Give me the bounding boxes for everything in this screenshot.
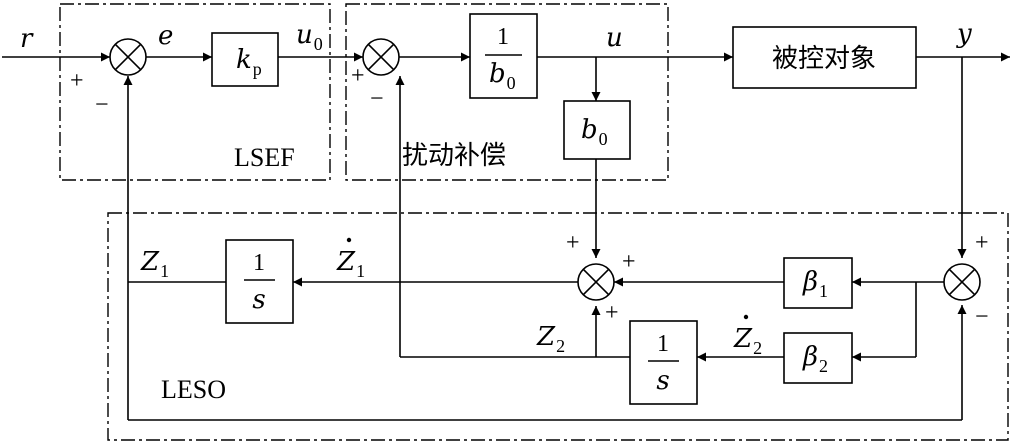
u-label: u <box>606 23 623 53</box>
r-label: r <box>20 24 34 54</box>
integrator-1-numerator: 1 <box>253 250 265 276</box>
sum2-minus-sign: − <box>370 86 384 112</box>
sum-junction-2 <box>362 38 400 76</box>
z1-label: Z1 <box>140 247 169 281</box>
b0-label: b0 <box>581 115 608 149</box>
inverse-b0-denominator: b0 <box>489 59 516 93</box>
sum-junction-4 <box>943 263 981 301</box>
sum1-minus-sign: − <box>95 92 109 118</box>
inverse-b0-numerator: 1 <box>497 24 509 50</box>
lsef-frame <box>59 3 331 181</box>
sum2-plus-sign: + <box>351 63 365 89</box>
sum-junction-3 <box>577 263 615 301</box>
beta2-label: β2 <box>802 342 828 376</box>
u0-label: u0 <box>296 20 323 54</box>
kp-block <box>211 32 279 87</box>
z2dot-dot <box>743 314 749 320</box>
z1dot-dot <box>346 237 352 243</box>
z2dot-text: Z2 <box>733 324 762 358</box>
integrator-2-block <box>629 320 698 405</box>
disturbance-compensation-frame <box>345 3 669 181</box>
sum3-top-plus-sign: + <box>566 230 580 256</box>
sum4-minus-sign: − <box>975 304 989 330</box>
lsef-label: LSEF <box>234 143 295 172</box>
beta2-block <box>783 332 853 384</box>
plant-block <box>732 26 917 89</box>
leso-frame <box>107 212 1009 441</box>
sum3-bottom-plus-sign: + <box>605 300 619 326</box>
kp-label: kp <box>236 45 262 79</box>
disturbance-compensation-label: 扰动补偿 <box>402 141 506 171</box>
b0-block <box>563 100 631 160</box>
z2-label: Z2 <box>536 322 565 356</box>
integrator-2-denominator: s <box>656 366 669 396</box>
integrator-1-block <box>225 239 294 324</box>
plant-label: 被控对象 <box>772 44 876 74</box>
integrator-1-denominator: s <box>252 285 265 315</box>
y-label: y <box>956 19 972 49</box>
z1dot-label: Z1 <box>336 237 365 281</box>
leso-label: LESO <box>161 375 226 404</box>
z2dot-label: Z2 <box>733 314 762 358</box>
integrator-2-numerator: 1 <box>657 331 669 357</box>
sum3-right-plus-sign: + <box>622 249 636 275</box>
e-label: e <box>158 21 173 51</box>
sum1-plus-sign: + <box>70 68 84 94</box>
beta1-label: β1 <box>802 267 828 301</box>
inverse-b0-block <box>469 13 538 99</box>
beta1-block <box>783 257 853 309</box>
sum-junction-1 <box>109 38 147 76</box>
z1dot-text: Z1 <box>336 247 365 281</box>
sum4-plus-sign: + <box>975 230 989 256</box>
